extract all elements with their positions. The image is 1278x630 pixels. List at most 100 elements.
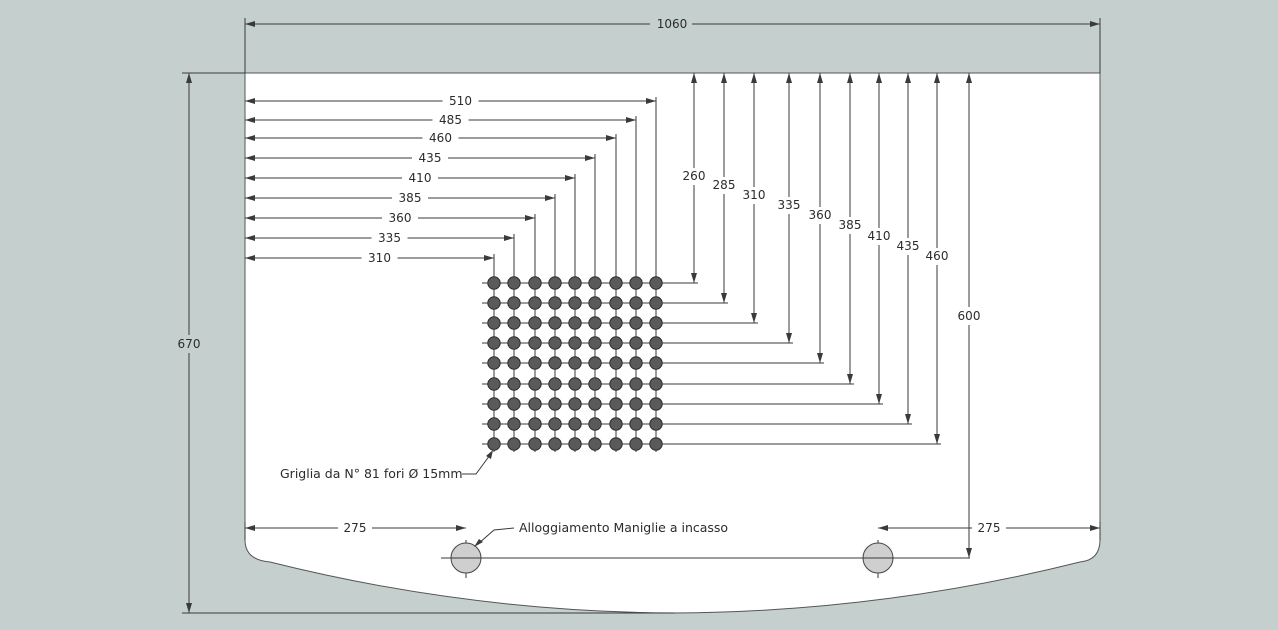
- vertical-dimension-label: 310: [743, 188, 766, 202]
- grid-hole: [568, 296, 582, 310]
- grid-hole: [588, 417, 602, 431]
- grid-hole: [507, 296, 521, 310]
- grid-hole: [649, 397, 663, 411]
- grid-hole: [507, 397, 521, 411]
- grid-hole: [629, 296, 643, 310]
- grid-note: Griglia da N° 81 fori Ø 15mm: [280, 450, 493, 481]
- grid-hole: [528, 417, 542, 431]
- grid-hole: [649, 356, 663, 370]
- horizontal-dimension: 485: [245, 112, 637, 452]
- grid-hole: [649, 377, 663, 391]
- grid-hole: [588, 316, 602, 330]
- grid-hole: [528, 336, 542, 350]
- horizontal-dimension-label: 485: [439, 113, 462, 127]
- grid-hole: [588, 356, 602, 370]
- grid-hole: [548, 437, 562, 451]
- horizontal-dimension-label: 460: [429, 131, 452, 145]
- vertical-dimension-label: 260: [683, 169, 706, 183]
- grid-hole: [588, 296, 602, 310]
- grid-note-text: Griglia da N° 81 fori Ø 15mm: [280, 466, 463, 481]
- grid-hole: [609, 397, 623, 411]
- vertical-dimension: 385: [482, 73, 863, 385]
- grid-hole: [568, 276, 582, 290]
- grid-hole: [528, 296, 542, 310]
- grid-hole: [568, 336, 582, 350]
- vertical-dimension-label: 360: [809, 208, 832, 222]
- grid-hole: [487, 316, 501, 330]
- dimension-layer: 3103353603854104354604855102602853103353…: [245, 73, 950, 452]
- grid-hole: [568, 377, 582, 391]
- handle-left-dimension: 275: [244, 520, 466, 540]
- grid-hole: [629, 336, 643, 350]
- horizontal-dimension: 360: [245, 210, 536, 452]
- grid-hole: [609, 296, 623, 310]
- grid-hole: [649, 276, 663, 290]
- grid-hole: [548, 296, 562, 310]
- grid-hole: [629, 397, 643, 411]
- grid-hole: [649, 437, 663, 451]
- grid-hole: [588, 276, 602, 290]
- grid-hole: [568, 356, 582, 370]
- grid-hole: [487, 276, 501, 290]
- handle-depth-label: 600: [958, 309, 981, 323]
- horizontal-dimension-label: 510: [449, 94, 472, 108]
- grid-hole: [528, 356, 542, 370]
- grid-hole: [588, 437, 602, 451]
- grid-hole: [507, 417, 521, 431]
- grid-hole: [507, 316, 521, 330]
- grid-hole: [649, 296, 663, 310]
- horizontal-dimension: 335: [245, 230, 515, 452]
- grid-hole: [588, 377, 602, 391]
- horizontal-dimension-label: 385: [399, 191, 422, 205]
- grid-hole: [568, 316, 582, 330]
- grid-hole: [548, 397, 562, 411]
- grid-hole: [609, 437, 623, 451]
- grid-hole: [629, 276, 643, 290]
- overall-width-label: 1060: [657, 17, 688, 31]
- overall-height-dimension: 670: [176, 72, 675, 614]
- handles-note: Alloggiamento Maniglie a incasso: [474, 520, 728, 547]
- horizontal-dimension: 310: [245, 250, 495, 452]
- grid-hole: [629, 377, 643, 391]
- handle-depth-dimension: 600: [955, 73, 983, 558]
- horizontal-dimension-label: 410: [409, 171, 432, 185]
- grid-hole: [528, 397, 542, 411]
- grid-hole: [548, 336, 562, 350]
- grid-hole: [609, 336, 623, 350]
- grid-hole: [507, 437, 521, 451]
- vertical-dimension: 285: [482, 73, 737, 304]
- grid-hole: [528, 437, 542, 451]
- vertical-dimension-label: 460: [926, 249, 949, 263]
- grid-hole: [629, 417, 643, 431]
- grid-hole: [487, 417, 501, 431]
- grid-hole: [609, 356, 623, 370]
- horizontal-dimension-label: 310: [368, 251, 391, 265]
- grid-hole: [487, 356, 501, 370]
- grid-hole: [649, 336, 663, 350]
- vertical-dimension-label: 385: [839, 218, 862, 232]
- grid-hole: [528, 276, 542, 290]
- grid-hole: [609, 276, 623, 290]
- grid-hole: [568, 437, 582, 451]
- vertical-dimension-label: 335: [778, 198, 801, 212]
- grid-hole: [548, 377, 562, 391]
- grid-hole: [528, 377, 542, 391]
- grid-hole: [487, 336, 501, 350]
- grid-hole: [548, 356, 562, 370]
- grid-hole: [629, 437, 643, 451]
- grid-hole: [487, 397, 501, 411]
- grid-hole: [507, 356, 521, 370]
- grid-hole: [568, 397, 582, 411]
- grid-hole: [548, 316, 562, 330]
- grid-hole: [609, 316, 623, 330]
- grid-hole: [487, 296, 501, 310]
- grid-hole: [487, 377, 501, 391]
- vertical-dimension: 460: [482, 73, 950, 445]
- grid-hole: [609, 377, 623, 391]
- handle-left-offset-label: 275: [344, 521, 367, 535]
- grid-hole: [507, 336, 521, 350]
- grid-hole: [507, 377, 521, 391]
- vertical-dimension-label: 285: [713, 178, 736, 192]
- grid-hole: [507, 276, 521, 290]
